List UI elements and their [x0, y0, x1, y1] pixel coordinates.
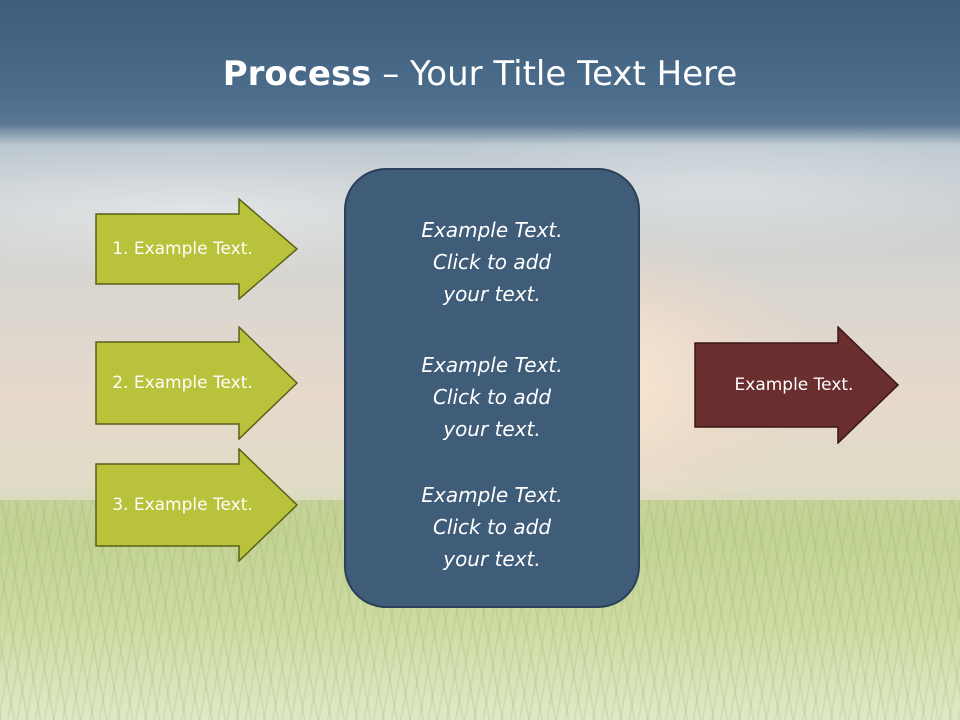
left-arrow-3[interactable]: 3. Example Text. — [95, 448, 299, 562]
arrow-shape-icon — [95, 326, 299, 440]
block-3-line-2: Click to add — [432, 515, 552, 539]
block-1-line-2: Click to add — [432, 250, 552, 274]
center-text-block-3[interactable]: Example Text. Click to add your text. — [346, 479, 638, 575]
center-text-block-2[interactable]: Example Text. Click to add your text. — [346, 349, 638, 445]
left-arrow-3-label: 3. Example Text. — [112, 495, 253, 515]
title-bold: Process — [222, 54, 372, 94]
right-arrow-label: Example Text. — [734, 375, 854, 395]
left-arrow-2[interactable]: 2. Example Text. — [95, 326, 299, 440]
arrow-shape-icon — [95, 198, 299, 300]
right-arrow[interactable]: Example Text. — [694, 326, 900, 444]
block-3-line-3: your text. — [443, 547, 541, 571]
left-arrow-2-label: 2. Example Text. — [112, 373, 253, 393]
arrow-shape-icon — [694, 326, 900, 444]
slide-title[interactable]: Process – Your Title Text Here — [0, 52, 960, 96]
block-2-line-2: Click to add — [432, 385, 552, 409]
block-1-line-3: your text. — [443, 282, 541, 306]
block-1-line-1: Example Text. — [421, 218, 563, 242]
title-rest: – Your Title Text Here — [371, 54, 738, 94]
left-arrow-1-label: 1. Example Text. — [112, 239, 253, 259]
center-text-block-1[interactable]: Example Text. Click to add your text. — [346, 214, 638, 310]
block-2-line-3: your text. — [443, 417, 541, 441]
arrow-shape-icon — [95, 448, 299, 562]
block-2-line-1: Example Text. — [421, 353, 563, 377]
center-text-box[interactable]: Example Text. Click to add your text. Ex… — [344, 168, 640, 608]
block-3-line-1: Example Text. — [421, 483, 563, 507]
title-bar: Process – Your Title Text Here — [0, 0, 960, 145]
left-arrow-1[interactable]: 1. Example Text. — [95, 198, 299, 300]
